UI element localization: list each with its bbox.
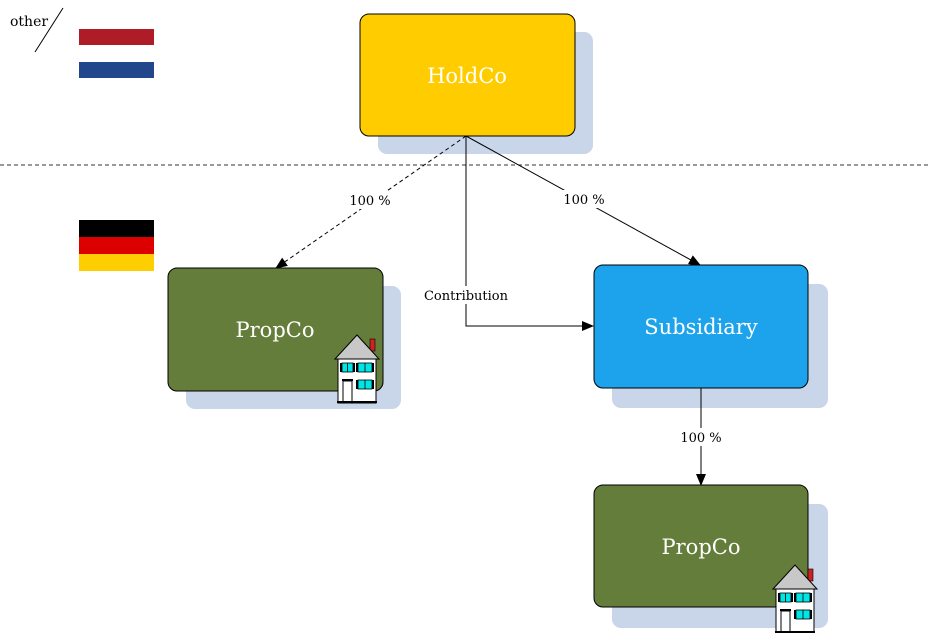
edge-labels: 100 % 100 % Contribution 100 % (342, 190, 729, 446)
flag-stripe (79, 254, 154, 271)
propco-bottom-box (593, 484, 809, 608)
subsidiary-box (593, 264, 809, 389)
holdco-box (359, 13, 576, 137)
propco-bottom-node: PropCo (593, 484, 818, 633)
holdco-to-subsidiary-label: 100 % (563, 193, 604, 208)
holdco-to-propco-label: 100 % (349, 194, 390, 209)
holdco-label: HoldCo (427, 64, 507, 88)
flag-stripe (79, 45, 154, 62)
contribution-label: Contribution (424, 289, 509, 304)
contribution-edge (465, 136, 594, 331)
propco-left-box (167, 267, 384, 392)
subsidiary-label: Subsidiary (644, 315, 758, 339)
flag-stripe (79, 220, 154, 237)
germany-flag (79, 220, 154, 271)
region-slash (34, 7, 64, 53)
flag-stripe (79, 62, 154, 78)
subsidiary-node: Subsidiary (593, 264, 809, 389)
flag-stripe (79, 29, 154, 45)
holdco-node: HoldCo (359, 13, 576, 137)
subsidiary-to-propco-label: 100 % (680, 431, 721, 446)
propco-left-node: PropCo (167, 267, 384, 404)
propco-bottom-label: PropCo (662, 535, 741, 559)
region-label: other (10, 14, 48, 30)
netherlands-flag (79, 29, 154, 78)
region-marker: other (10, 7, 64, 53)
flag-stripe (79, 237, 154, 254)
propco-left-label: PropCo (236, 318, 315, 342)
